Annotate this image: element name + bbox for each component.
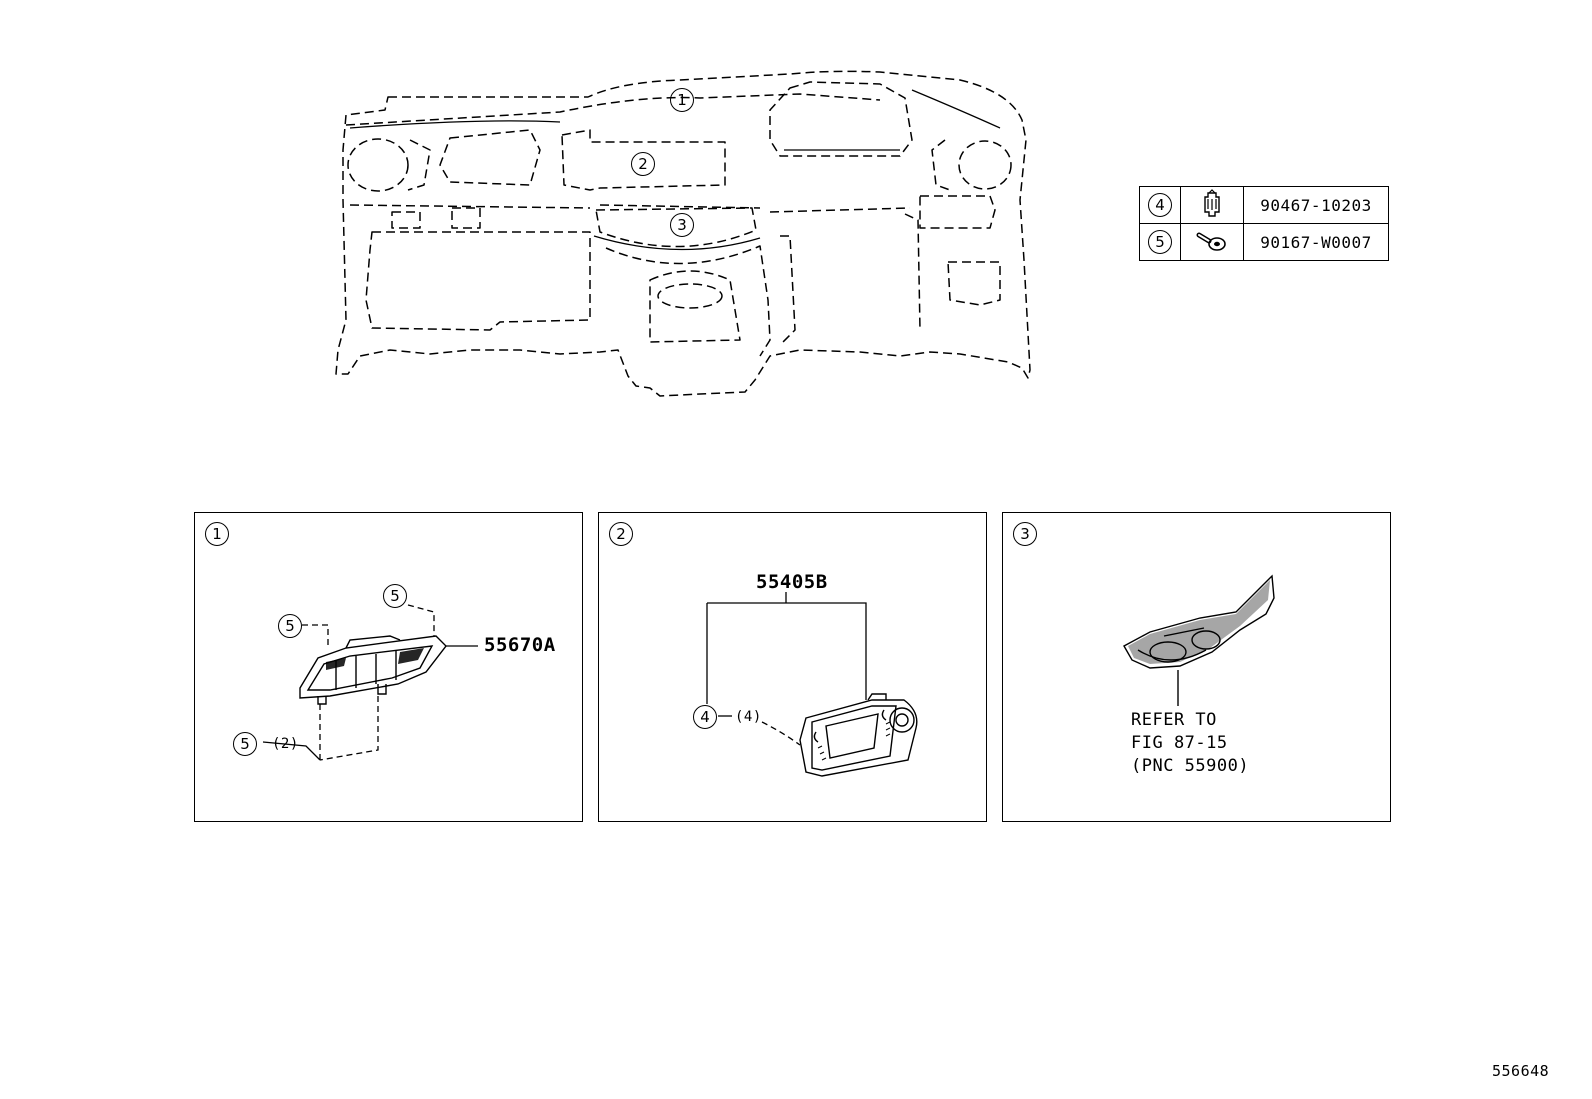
detail-panel-1	[194, 512, 583, 822]
part-label-55405B[interactable]: 55405B	[756, 571, 828, 593]
part-number-90467: 90467-10203	[1243, 186, 1389, 224]
panel-2-clip-callout[interactable]: 4	[693, 705, 717, 729]
overview-callout-1[interactable]: 1	[670, 88, 694, 112]
refer-to-line-3: (PNC 55900)	[1131, 756, 1250, 776]
parts-ref-4: 4	[1148, 193, 1172, 217]
panel-1-screw-callout-b[interactable]: 5	[383, 584, 407, 608]
panel-2-clip-quantity: (4)	[735, 709, 762, 725]
parts-table-row: 4 90467-10203	[1139, 186, 1389, 224]
detail-panel-2	[598, 512, 987, 822]
panel-2-callout: 2	[609, 522, 633, 546]
panel-3-callout: 3	[1013, 522, 1037, 546]
part-number-90167: 90167-W0007	[1243, 223, 1389, 261]
parts-ref-5: 5	[1148, 230, 1172, 254]
parts-table-row: 5 90167-W0007	[1139, 223, 1389, 261]
refer-to-line-1: REFER TO	[1131, 710, 1217, 730]
clip-icon	[1204, 189, 1220, 217]
parts-table: 4 90467-10203 5 90167-W0007	[1139, 186, 1389, 261]
panel-1-screw-quantity: (2)	[272, 736, 299, 752]
figure-id: 556648	[1492, 1062, 1550, 1080]
panel-1-screw-callout-a[interactable]: 5	[278, 614, 302, 638]
panel-1-screw-callout-c[interactable]: 5	[233, 732, 257, 756]
refer-to-line-2[interactable]: FIG 87-15	[1131, 733, 1228, 753]
overview-callout-3[interactable]: 3	[670, 213, 694, 237]
overview-callout-2[interactable]: 2	[631, 152, 655, 176]
screw-icon	[1196, 232, 1226, 251]
detail-panel-3	[1002, 512, 1391, 822]
panel-1-callout: 1	[205, 522, 229, 546]
part-label-55670A[interactable]: 55670A	[484, 634, 556, 656]
